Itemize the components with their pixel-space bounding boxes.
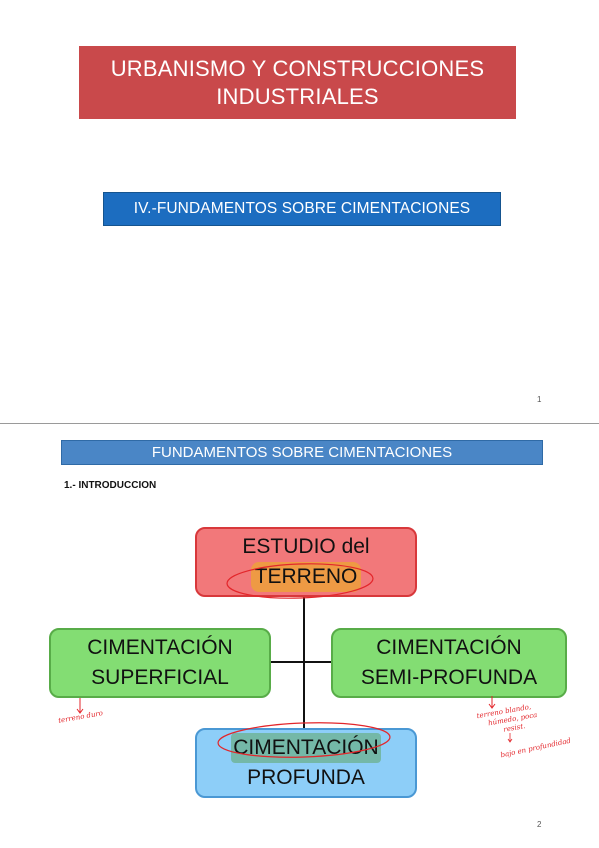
box-cimentacion-profunda: CIMENTACIÓN PROFUNDA [195, 728, 417, 798]
box-estudio-line-1: ESTUDIO del [242, 535, 370, 558]
annotation-terreno-duro: terreno duro [58, 709, 104, 726]
annotation-left-text: terreno duro [57, 709, 104, 725]
page-number: 2 [537, 820, 542, 829]
slide-header: FUNDAMENTOS SOBRE CIMENTACIONES [61, 440, 543, 465]
title-line-2: INDUSTRIALES [216, 83, 379, 109]
right-small-arrow-mark [507, 733, 513, 743]
annotation-terreno-blando: terreno blando, húmedo, poca resist. [476, 702, 540, 739]
section-heading: 1.- INTRODUCCION [64, 480, 157, 491]
box-superficial-line-1: CIMENTACIÓN [87, 636, 233, 659]
annotation-bajo-profundidad: bajo en profundidad [500, 737, 572, 761]
box-semi-line-2: SEMI-PROFUNDA [360, 666, 538, 689]
title-text: URBANISMO Y CONSTRUCCIONES INDUSTRIALES [111, 55, 485, 111]
page-number: 1 [537, 395, 542, 404]
box-profunda-line-2: PROFUNDA [247, 766, 365, 789]
title-banner: URBANISMO Y CONSTRUCCIONES INDUSTRIALES [79, 46, 516, 119]
annotation-right-line-4: bajo en profundidad [499, 736, 572, 760]
box-superficial-line-2: SUPERFICIAL [91, 666, 229, 689]
slide-divider [0, 423, 599, 424]
box-cimentacion-superficial: CIMENTACIÓN SUPERFICIAL [49, 628, 271, 698]
title-line-1: URBANISMO Y CONSTRUCCIONES [110, 55, 485, 81]
subtitle-text: IV.-FUNDAMENTOS SOBRE CIMENTACIONES [133, 200, 471, 217]
subtitle-banner: IV.-FUNDAMENTOS SOBRE CIMENTACIONES [103, 192, 501, 226]
box-cimentacion-semi-profunda: CIMENTACIÓN SEMI-PROFUNDA [331, 628, 567, 698]
box-semi-line-1: CIMENTACIÓN [376, 636, 522, 659]
slide-1: URBANISMO Y CONSTRUCCIONES INDUSTRIALES … [79, 46, 542, 404]
box-estudio-line-2: TERRENO [250, 562, 362, 592]
left-arrow-mark [76, 698, 84, 714]
slide-header-text: FUNDAMENTOS SOBRE CIMENTACIONES [151, 444, 453, 461]
slide-2: FUNDAMENTOS SOBRE CIMENTACIONES 1.- INTR… [0, 424, 599, 848]
box-estudio-terreno: ESTUDIO del TERRENO [195, 527, 417, 597]
box-profunda-line-1: CIMENTACIÓN [231, 733, 381, 763]
